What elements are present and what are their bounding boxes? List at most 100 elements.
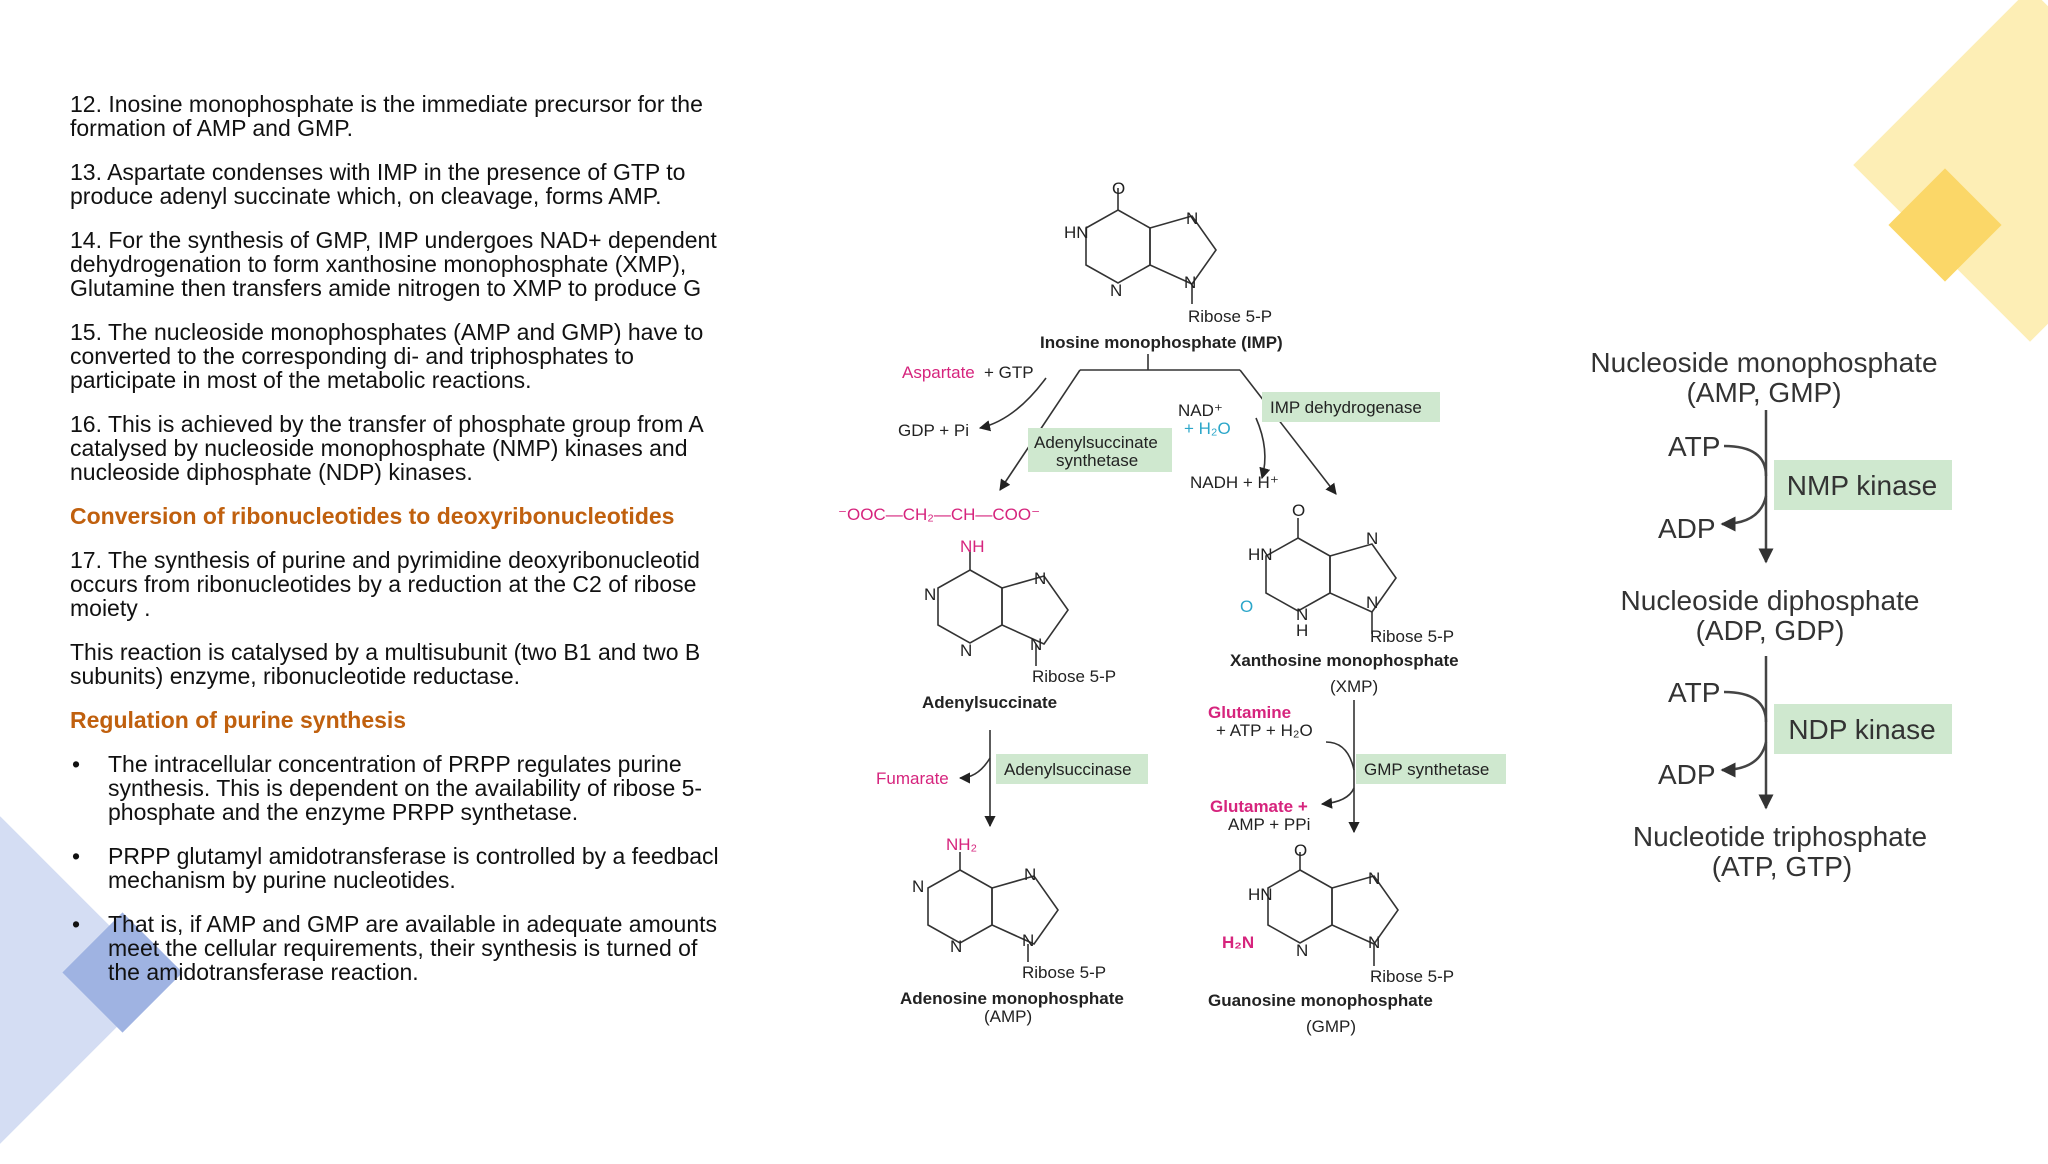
xmp-atom-o: O bbox=[1292, 501, 1305, 520]
amp-ppi-label: AMP + PPi bbox=[1228, 815, 1310, 834]
glutamine-label: Glutamine bbox=[1208, 703, 1291, 722]
nad-label: NAD⁺ bbox=[1178, 401, 1223, 420]
paragraph-14: 14. For the synthesis of GMP, IMP underg… bbox=[70, 228, 778, 300]
adenylsuccinate-name-label: Adenylsuccinate bbox=[922, 693, 1057, 712]
ndp-title-line2: (ADP, GDP) bbox=[1696, 615, 1845, 646]
adenylsuccinate-synthetase-box bbox=[1028, 428, 1172, 472]
adenylsuccinate-atom-n: N bbox=[1030, 635, 1042, 654]
amp-atom-n: N bbox=[1024, 865, 1036, 884]
plus-gtp-label: + GTP bbox=[984, 363, 1034, 382]
adenylsuccinase-label: Adenylsuccinase bbox=[1004, 760, 1132, 779]
p17-line1: 17. The synthesis of purine and pyrimidi… bbox=[70, 547, 700, 573]
imp-ribose-label: Ribose 5-P bbox=[1188, 307, 1272, 326]
heading-ribonucleotide-conversion: Conversion of ribonucleotides to deoxyri… bbox=[70, 503, 675, 529]
p15-line3: participate in most of the metabolic rea… bbox=[70, 367, 532, 393]
amp-atom-n: N bbox=[912, 877, 924, 896]
gmp-ribose-label: Ribose 5-P bbox=[1370, 967, 1454, 986]
p16-line2: catalysed by nucleoside monophosphate (N… bbox=[70, 435, 688, 461]
amp-atom-n: N bbox=[950, 937, 962, 956]
imp-dehydrogenase-box bbox=[1262, 392, 1440, 422]
imp-dehydrogenase-label: IMP dehydrogenase bbox=[1270, 398, 1422, 417]
imp-atom-hn: HN bbox=[1064, 223, 1089, 242]
adenylsuccinate-atom-n: N bbox=[960, 641, 972, 660]
p15-line1: 15. The nucleoside monophosphates (AMP a… bbox=[70, 319, 704, 345]
paragraph-15: 15. The nucleoside monophosphates (AMP a… bbox=[70, 320, 778, 392]
paragraph-17: 17. The synthesis of purine and pyrimidi… bbox=[70, 548, 778, 620]
glutamate-label: Glutamate + bbox=[1210, 797, 1308, 816]
adenylsuccinate-atom-n: N bbox=[924, 585, 936, 604]
aspartyl-chain-label: ⁻OOC—CH₂—CH—COO⁻ bbox=[838, 505, 1040, 524]
bullet-item: • That is, if AMP and GMP are available … bbox=[70, 912, 778, 984]
bullet3-line2: meet the cellular requirements, their sy… bbox=[108, 935, 698, 961]
p16-line1: 16. This is achieved by the transfer of … bbox=[70, 411, 704, 437]
nmp-title-line2: (AMP, GMP) bbox=[1686, 377, 1841, 408]
amp-nh2-label: NH₂ bbox=[946, 835, 977, 854]
bullet-dot: • bbox=[72, 751, 81, 777]
imp-atom-n: N bbox=[1184, 273, 1196, 292]
fumarate-label: Fumarate bbox=[876, 769, 949, 788]
bullet3-line3: the amidotransferase reaction. bbox=[108, 959, 419, 985]
gmp-atom-hn: HN bbox=[1248, 885, 1273, 904]
p13-line2: produce adenyl succinate which, on cleav… bbox=[70, 183, 662, 209]
ndp-kinase-label: NDP kinase bbox=[1788, 714, 1935, 745]
bullet-item: • The intracellular concentration of PRP… bbox=[70, 752, 778, 824]
imp-structure bbox=[1085, 188, 1217, 304]
paragraph-13: 13. Aspartate condenses with IMP in the … bbox=[70, 160, 778, 208]
bullet-dot: • bbox=[72, 843, 81, 869]
bullet-dot: • bbox=[72, 911, 81, 937]
gdp-pi-label: GDP + Pi bbox=[898, 421, 969, 440]
gmp-synthetase-label: GMP synthetase bbox=[1364, 760, 1489, 779]
amp-ribose-label: Ribose 5-P bbox=[1022, 963, 1106, 982]
p18-line2: subunits) enzyme, ribonucleotide reducta… bbox=[70, 663, 521, 689]
adenylsuccinate-atom-n: N bbox=[1034, 569, 1046, 588]
p13-line1: 13. Aspartate condenses with IMP in the … bbox=[70, 159, 686, 185]
p12-line1: 12. Inosine monophosphate is the immedia… bbox=[70, 92, 703, 117]
p16-line3: nucleoside diphosphate (NDP) kinases. bbox=[70, 459, 473, 485]
p15-line2: converted to the corresponding di- and t… bbox=[70, 343, 634, 369]
imp-atom-n: N bbox=[1186, 209, 1198, 228]
bullet-item: • PRPP glutamyl amidotransferase is cont… bbox=[70, 844, 778, 892]
bullet1-line2: synthesis. This is dependent on the avai… bbox=[108, 775, 703, 801]
bullet1-line1: The intracellular concentration of PRPP … bbox=[108, 751, 682, 777]
xmp-atom-o: O bbox=[1240, 597, 1253, 616]
paragraph-reductase: This reaction is catalysed by a multisub… bbox=[70, 640, 778, 688]
text-column: 12. Inosine monophosphate is the immedia… bbox=[70, 92, 778, 1012]
p14-line3: Glutamine then transfers amide nitrogen … bbox=[70, 275, 702, 301]
xmp-structure bbox=[1265, 518, 1397, 634]
gmp-synthetase-box bbox=[1356, 754, 1506, 784]
adp-label-1: ADP bbox=[1658, 513, 1716, 544]
gmp-atom-n: N bbox=[1368, 933, 1380, 952]
adenylsuccinate-structure bbox=[937, 550, 1069, 666]
xmp-atom-hn: HN bbox=[1248, 545, 1273, 564]
amp-name-label: Adenosine monophosphate bbox=[900, 989, 1124, 1008]
amp-structure bbox=[927, 852, 1059, 962]
paragraph-12: 12. Inosine monophosphate is the immedia… bbox=[70, 92, 778, 140]
aspartate-label: Aspartate bbox=[902, 363, 975, 382]
nmp-kinase-label: NMP kinase bbox=[1787, 470, 1937, 501]
p12-line2: formation of AMP and GMP. bbox=[70, 115, 353, 141]
xmp-ribose-label: Ribose 5-P bbox=[1370, 627, 1454, 646]
amp-abbr-label: (AMP) bbox=[984, 1007, 1032, 1026]
p17-line2: occurs from ribonucleotides by a reducti… bbox=[70, 571, 697, 597]
gmp-h2n-label: H₂N bbox=[1222, 933, 1254, 952]
xmp-atom-n: N bbox=[1366, 593, 1378, 612]
bullet2-line1: PRPP glutamyl amidotransferase is contro… bbox=[108, 843, 719, 869]
xmp-atom-h: H bbox=[1296, 621, 1308, 640]
p14-line2: dehydrogenation to form xanthosine monop… bbox=[70, 251, 687, 277]
p14-line1: 14. For the synthesis of GMP, IMP underg… bbox=[70, 227, 717, 253]
gmp-atom-n: N bbox=[1368, 869, 1380, 888]
nmp-kinase-box bbox=[1774, 460, 1952, 510]
heading-purine-regulation: Regulation of purine synthesis bbox=[70, 707, 407, 733]
adenylsuccinate-synthetase-label-1: Adenylsuccinate bbox=[1034, 433, 1158, 452]
imp-atom-o: O bbox=[1112, 179, 1125, 198]
gmp-abbr-label: (GMP) bbox=[1306, 1017, 1356, 1036]
nadh-label: NADH + H⁺ bbox=[1190, 473, 1279, 492]
h2o-label: + H₂O bbox=[1184, 419, 1231, 438]
regulation-bullet-list: • The intracellular concentration of PRP… bbox=[70, 752, 778, 984]
bullet1-line3: phosphate and the enzyme PRPP synthetase… bbox=[108, 799, 579, 825]
atp-label-2: ATP bbox=[1668, 677, 1720, 708]
adenylsuccinase-box bbox=[996, 754, 1148, 784]
xmp-atom-n: N bbox=[1366, 529, 1378, 548]
gmp-name-label: Guanosine monophosphate bbox=[1208, 991, 1433, 1010]
